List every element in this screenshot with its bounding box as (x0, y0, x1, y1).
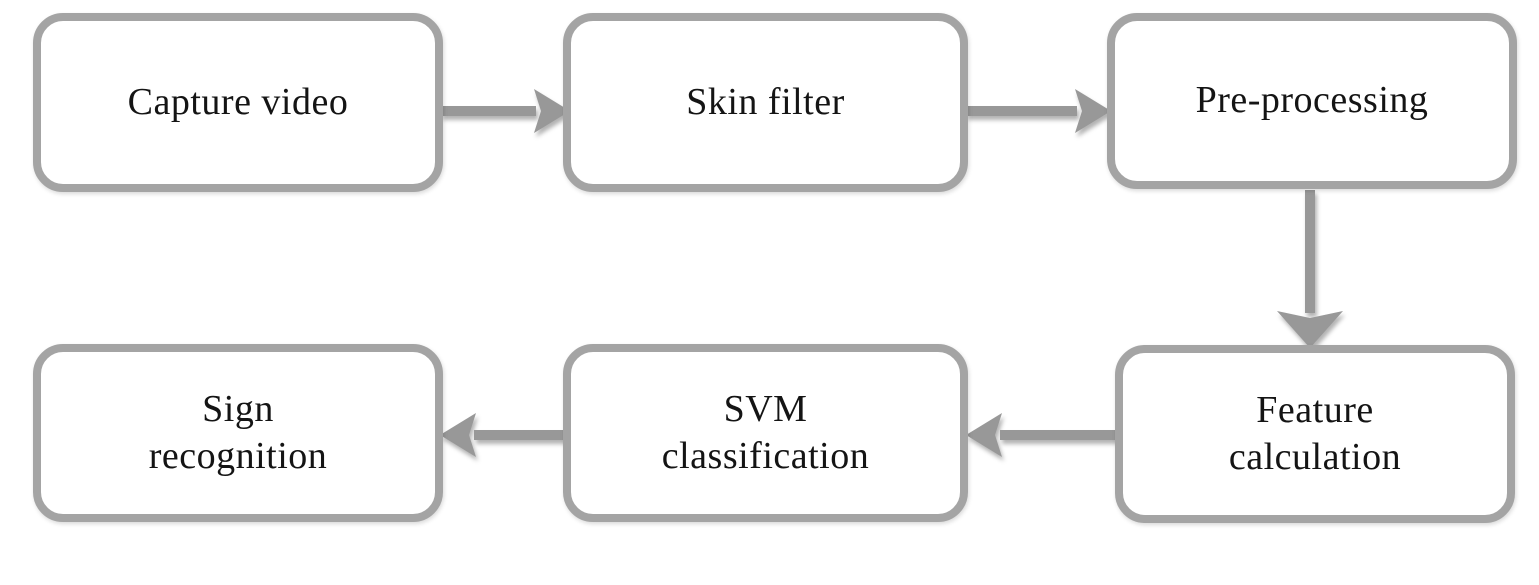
node-label-line2: classification (661, 435, 870, 477)
node-label-line1: Feature (1256, 388, 1374, 431)
arrow-svm-classification-to-sign-recognition (440, 413, 565, 457)
node-label-line2: recognition (148, 435, 328, 477)
node-label: Skin filter (686, 80, 845, 123)
arrow-feature-calculation-to-svm-classification (966, 413, 1117, 457)
node-svm-classification: SVM classification (563, 344, 968, 522)
node-skin-filter: Skin filter (563, 13, 968, 192)
node-label: Capture video (127, 80, 349, 123)
node-sign-recognition: Sign recognition (33, 344, 443, 522)
node-label: Pre-processing (1195, 79, 1429, 122)
node-feature-calculation: Feature calculation (1115, 345, 1515, 523)
node-capture-video: Capture video (33, 13, 443, 192)
node-label-line2: calculation (1228, 436, 1402, 478)
node-pre-processing: Pre-processing (1107, 13, 1517, 189)
arrow-capture-video-to-skin-filter (441, 89, 570, 133)
node-label-line1: Sign (202, 387, 274, 430)
node-label-line1: SVM (723, 387, 808, 430)
arrow-skin-filter-to-pre-processing (966, 89, 1111, 133)
arrow-pre-processing-to-feature-calculation (1277, 190, 1343, 348)
